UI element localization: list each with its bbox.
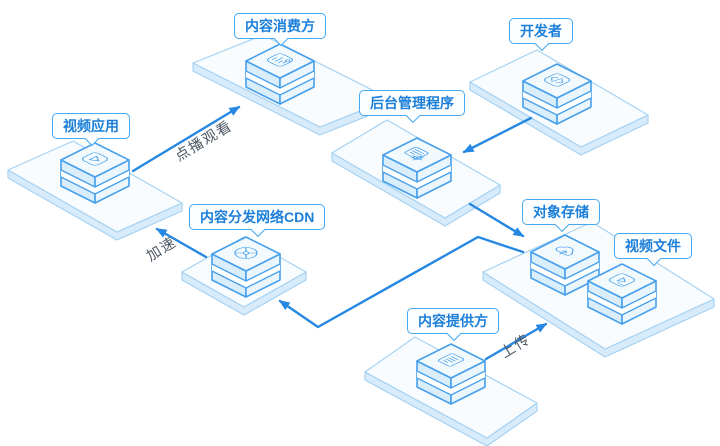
audience-icon: [267, 53, 293, 67]
node-label-video-file-text: 视频文件: [625, 238, 681, 254]
admin-program-icon: [404, 146, 429, 161]
node-video-file: [587, 263, 657, 325]
node-label-video-file: 视频文件: [614, 233, 692, 266]
node-label-provider-text: 内容提供方: [418, 313, 488, 329]
edge-storage-to-cdn: [278, 235, 525, 329]
node-label-cdn-text: 内容分发网络CDN: [200, 209, 315, 225]
node-cdn: [211, 236, 281, 298]
edge-accelerate: [155, 227, 208, 259]
node-developer: [522, 63, 592, 125]
video-file-icon: [609, 273, 635, 287]
node-label-object-storage-text: 对象存储: [533, 204, 589, 220]
node-label-cdn: 内容分发网络CDN: [189, 204, 326, 237]
node-label-provider: 内容提供方: [407, 308, 499, 341]
node-label-consumer: 内容消费方: [234, 13, 326, 46]
node-label-backend: 后台管理程序: [359, 90, 465, 123]
edge-backend-to-storage: [468, 202, 525, 238]
node-label-video-app: 视频应用: [52, 113, 130, 146]
node-label-consumer-text: 内容消费方: [245, 18, 315, 34]
cloud-storage-icon: [555, 246, 574, 256]
node-object-storage: [530, 234, 600, 296]
code-icon: [544, 73, 570, 87]
edge-upload: [484, 322, 548, 361]
edge-play: [131, 105, 241, 173]
node-label-developer: 开发者: [509, 18, 573, 51]
node-label-object-storage: 对象存储: [522, 199, 600, 232]
document-icon: [437, 353, 465, 367]
node-label-developer-text: 开发者: [520, 23, 562, 39]
node-consumer: [245, 43, 315, 105]
edge-developer-to-backend: [462, 116, 533, 154]
node-backend: [382, 137, 452, 199]
video-play-icon: [82, 152, 108, 166]
node-label-backend-text: 后台管理程序: [370, 95, 454, 111]
network-globe-icon: [234, 247, 258, 259]
node-provider: [416, 343, 486, 405]
node-video-app: [60, 142, 130, 204]
node-label-video-app-text: 视频应用: [63, 118, 119, 134]
